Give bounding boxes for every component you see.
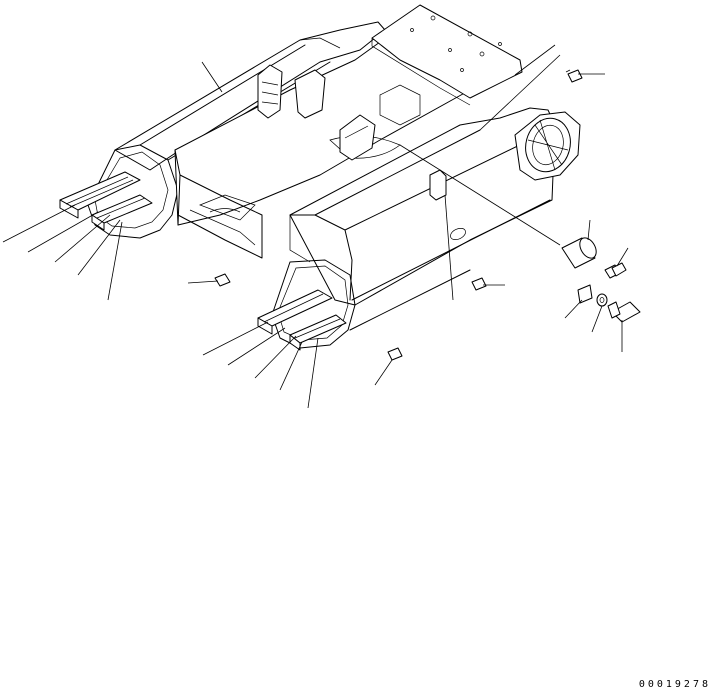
loose-parts (214, 69, 641, 361)
drawing-number: 00019278 (638, 679, 711, 690)
center-frame-body (174, 4, 523, 259)
left-front-adjuster (59, 171, 153, 231)
leader-lines (2, 44, 629, 409)
right-front-adjuster (257, 289, 347, 351)
